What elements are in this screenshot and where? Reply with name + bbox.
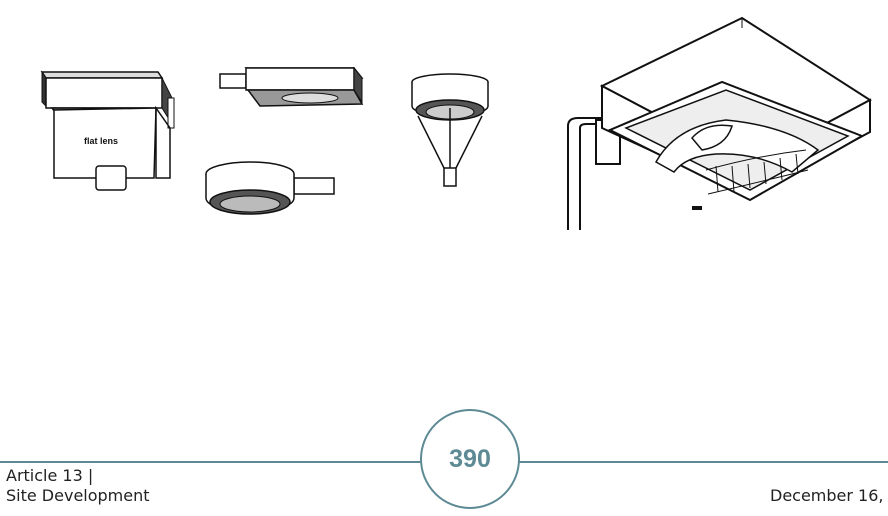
round-fixture-illustration (202, 160, 342, 226)
shoebox-fixture-icon (219, 66, 364, 107)
flat-lens-fixture-illustration: flat lens (38, 68, 178, 198)
footer-date: December 16, (770, 486, 884, 505)
wall-pack-fixture-icon (567, 16, 872, 230)
pendant-fixture-icon (411, 73, 489, 187)
footer-article-label: Article 13 | (6, 466, 94, 485)
wall-pack-fixture-illustration (556, 16, 876, 232)
pendant-fixture-illustration (408, 72, 494, 192)
shoebox-fixture-illustration (218, 66, 368, 116)
flat-lens-label: flat lens (84, 136, 118, 146)
page-number-badge: 390 (420, 409, 520, 509)
footer-section-label: Site Development (6, 486, 150, 505)
round-fixture-icon (205, 161, 335, 215)
page-number: 390 (449, 444, 491, 473)
flat-lens-fixture-icon: flat lens (40, 70, 175, 191)
footer-article-info: Article 13 | Site Development (6, 466, 150, 506)
